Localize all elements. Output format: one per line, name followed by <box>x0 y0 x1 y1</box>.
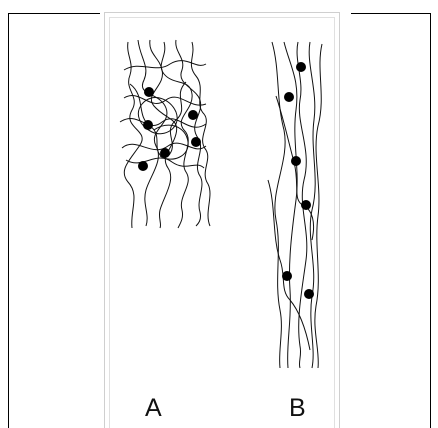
crosslink-dot <box>160 148 170 158</box>
coiled-chain <box>161 42 192 228</box>
panel-b-stretched-chains <box>268 42 322 368</box>
crosslink-dot <box>144 87 154 97</box>
stretched-chain <box>284 42 297 368</box>
crosslink-dot <box>282 271 292 281</box>
stretched-chain <box>315 44 322 368</box>
crosslink-dot <box>284 92 294 102</box>
panel-b-crosslinks <box>282 62 314 299</box>
crosslink-dot <box>291 156 301 166</box>
crosslink-dot <box>138 161 148 171</box>
crosslink-dot <box>301 200 311 210</box>
panel-a-label: A <box>145 396 162 421</box>
panel-a-coiled-chains <box>120 40 210 228</box>
coiled-chain <box>124 61 206 70</box>
crosslink-dot <box>191 137 201 147</box>
stretched-chain <box>272 42 285 368</box>
crosslink-dot <box>143 120 153 130</box>
crosslink-dot <box>304 289 314 299</box>
coiled-chain <box>191 42 210 226</box>
crosslink-dot <box>188 110 198 120</box>
coiled-chain <box>176 40 202 226</box>
coiled-chain <box>150 40 177 228</box>
panel-b-label: B <box>289 396 306 421</box>
crosslink-dot <box>296 62 306 72</box>
coiled-chain <box>124 42 142 228</box>
